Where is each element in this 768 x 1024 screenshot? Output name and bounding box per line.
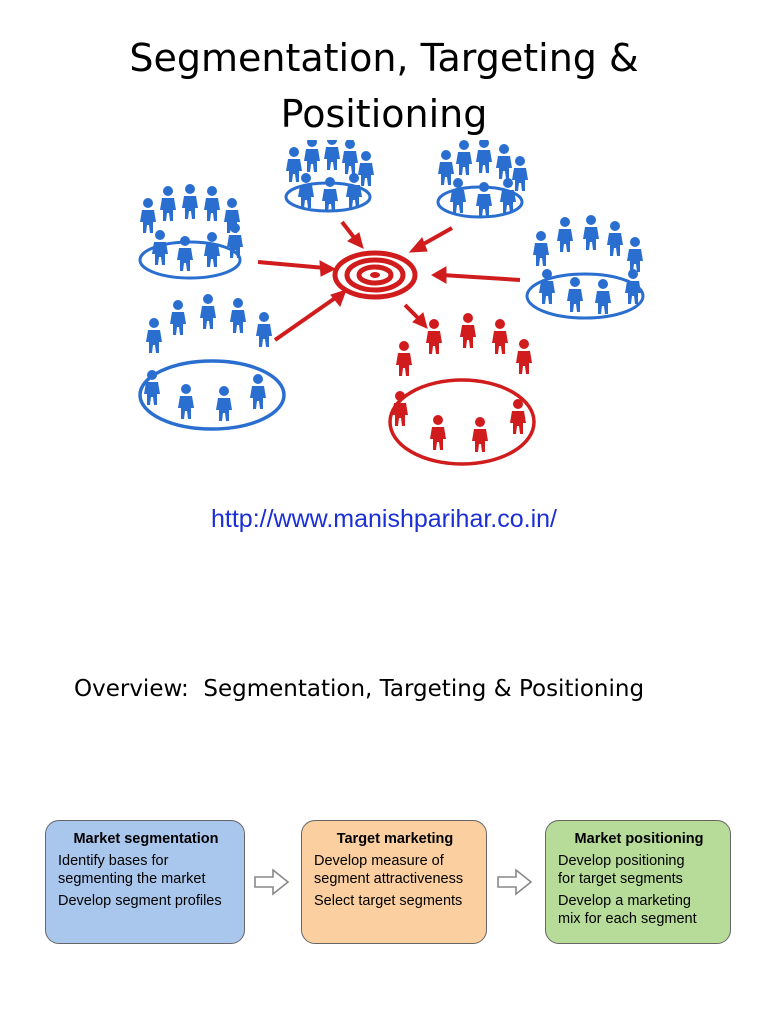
- target-marketing-box: Target marketing Develop measure of segm…: [301, 820, 487, 944]
- box-text: Develop measure of: [314, 853, 444, 869]
- box-text: mix for each segment: [558, 911, 697, 927]
- page-title: Segmentation, Targeting & Positioning: [0, 30, 768, 142]
- arrow-icon: [254, 868, 290, 896]
- arrow-icon: [497, 868, 533, 896]
- target-icon: [332, 250, 418, 300]
- box-text: Identify bases for: [58, 853, 169, 869]
- title-line-1: Segmentation, Targeting &: [129, 36, 639, 80]
- people-group-icon: [138, 184, 243, 280]
- website-link[interactable]: http://www.manishparihar.co.in/: [211, 505, 557, 533]
- people-group-icon: [138, 294, 286, 431]
- people-group-icon: [525, 215, 645, 320]
- box-heading: Market segmentation: [73, 831, 219, 847]
- people-group-icon: [284, 140, 374, 213]
- box-text: Develop a marketing: [558, 893, 691, 909]
- box-heading: Market positioning: [574, 831, 704, 847]
- box-text: segment attractiveness: [314, 871, 464, 887]
- box-text: Select target segments: [314, 893, 463, 909]
- title-line-2: Positioning: [280, 92, 488, 136]
- segmentation-illustration: [138, 140, 645, 466]
- people-group-icon: [388, 313, 536, 466]
- box-text: Develop segment profiles: [58, 893, 222, 909]
- arrow-icon: [257, 220, 521, 342]
- market-positioning-box: Market positioning Develop positioning f…: [545, 820, 731, 944]
- box-heading: Target marketing: [336, 831, 454, 847]
- box-text: for target segments: [558, 871, 683, 887]
- people-group-icon: [436, 140, 528, 219]
- overview-heading: Overview: Segmentation, Targeting & Posi…: [74, 676, 645, 702]
- box-text: Develop positioning: [558, 853, 685, 869]
- market-segmentation-box: Market segmentation Identify bases for s…: [45, 820, 245, 944]
- box-text: segmenting the market: [58, 871, 206, 887]
